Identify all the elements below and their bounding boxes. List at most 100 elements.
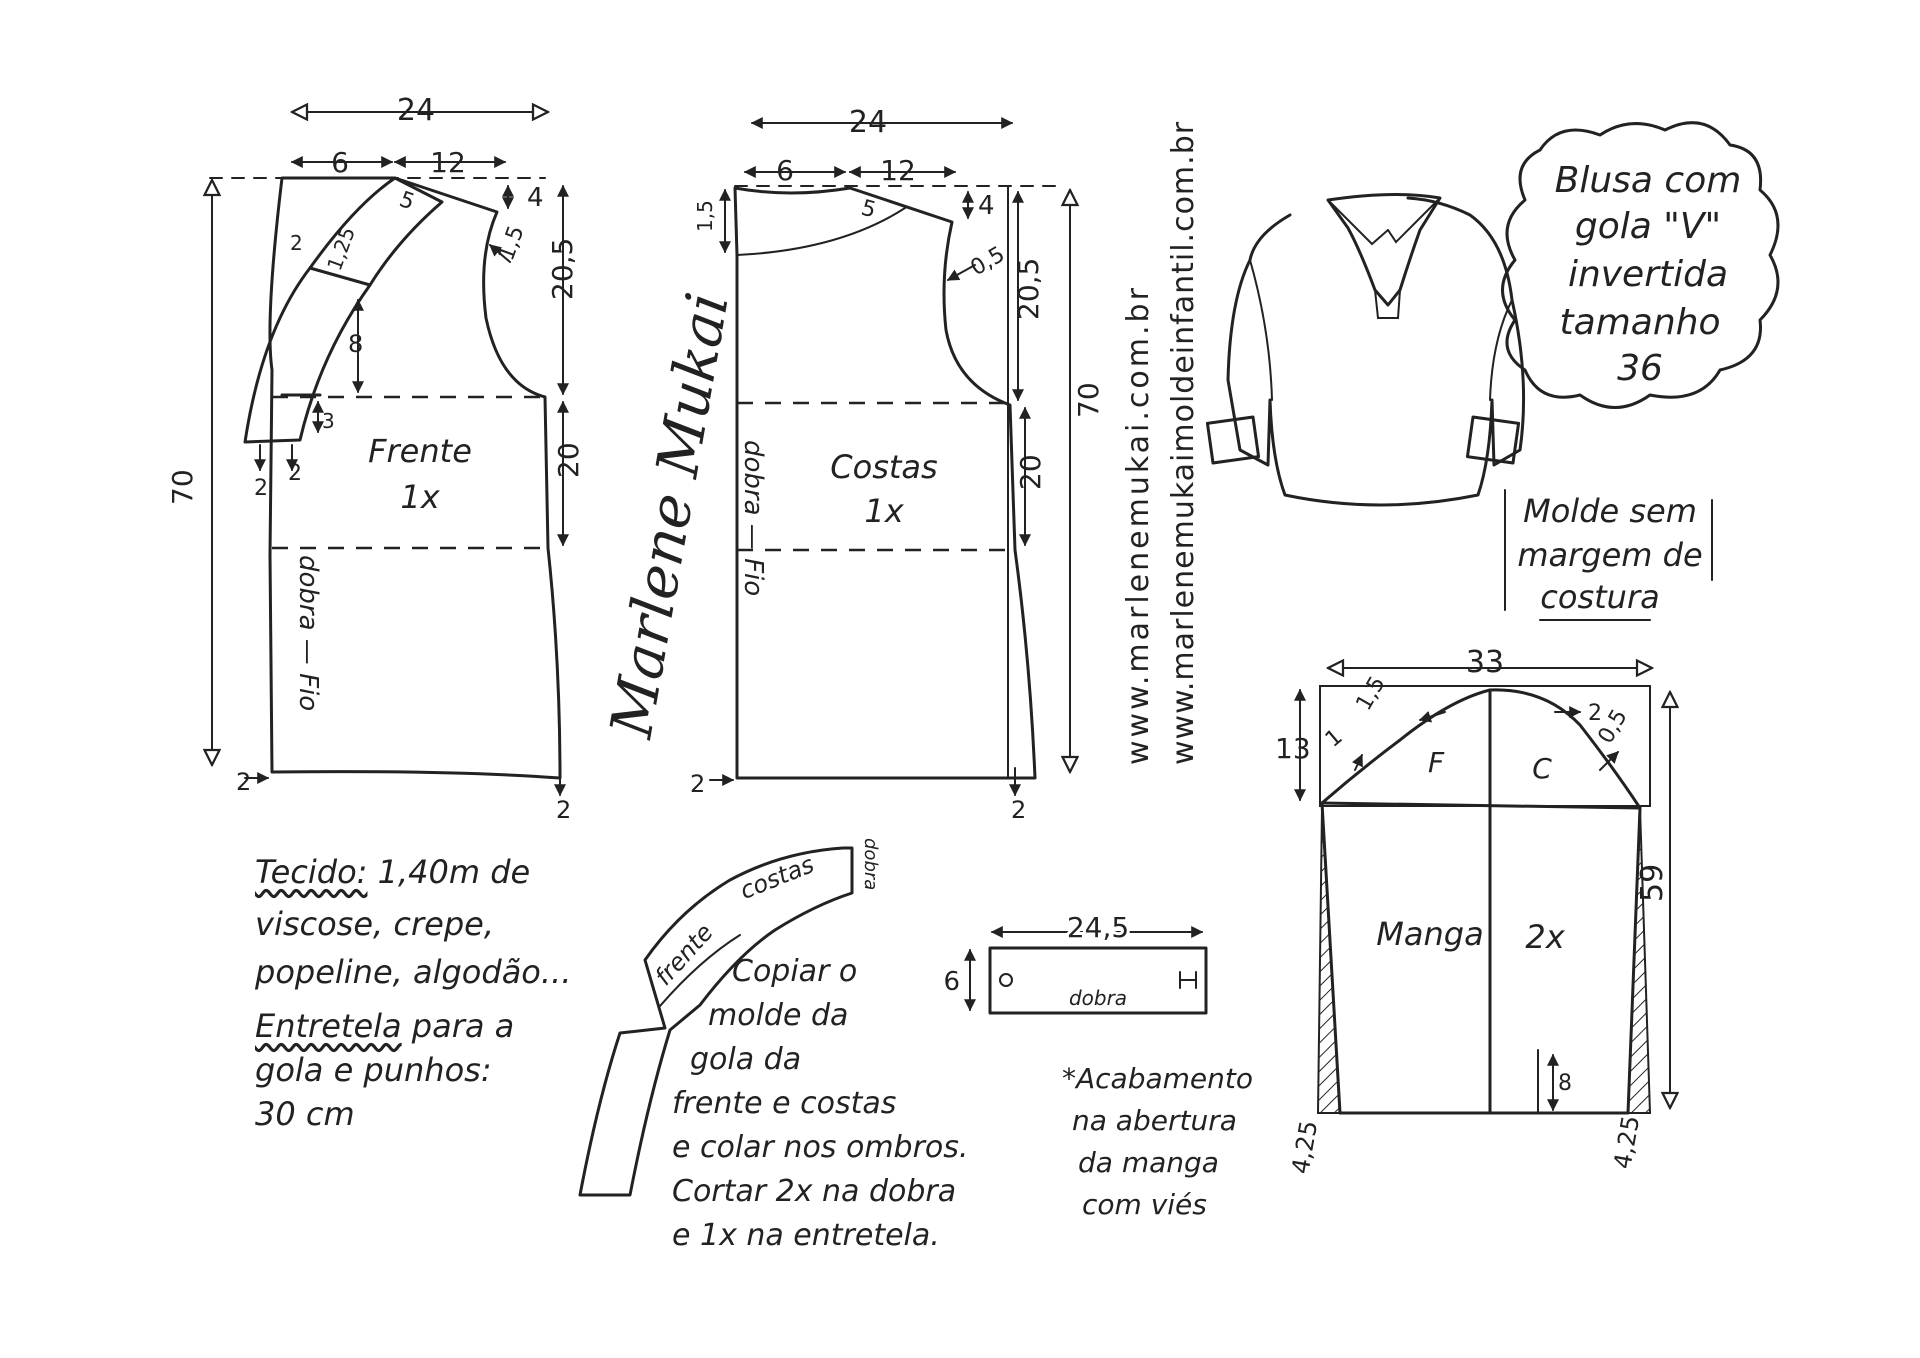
- sleeve-hem-left-label: 4,25: [1286, 1119, 1323, 1176]
- sleeve-cap-right-label: 2: [1588, 701, 1602, 726]
- collar-note-line-4: frente e costas: [672, 1086, 897, 1121]
- sleeve-cap-a-label: 1: [1321, 724, 1348, 752]
- margin-note-line-2: margem de: [1517, 536, 1702, 574]
- back-neck-depth-label: 5: [858, 196, 878, 224]
- fabric-note-line-2: viscose, crepe,: [255, 905, 494, 943]
- fabric-note: Tecido: 1,40m de viscose, crepe, popelin…: [255, 850, 571, 1136]
- back-piece-label: Costas: [830, 448, 937, 486]
- sleeve-cap-a-arrow: [1351, 753, 1363, 771]
- finish-note-line-1: *Acabamento: [1062, 1062, 1253, 1095]
- cuff-fold-label: dobra: [1069, 986, 1127, 1010]
- front-lapel-b-label: 1,25: [322, 224, 360, 274]
- back-width-label: 24: [849, 105, 887, 140]
- blouse-illustration: [1205, 192, 1526, 507]
- finish-note-line-4: com viés: [1082, 1188, 1207, 1221]
- title-line-3: invertida: [1568, 254, 1728, 295]
- blouse-collar-left: [1327, 199, 1389, 246]
- interfacing-label: Entretela: [255, 1007, 402, 1045]
- back-armhole-curve-label: 0,5: [967, 242, 1010, 281]
- fabric-note-label: Tecido:: [255, 853, 368, 891]
- sleeve-outline: [1320, 688, 1642, 1115]
- blouse-collar: [1326, 192, 1442, 307]
- fabric-note-line-3: popeline, algodão...: [255, 953, 572, 991]
- blouse-cuff-left: [1205, 415, 1261, 465]
- collar-notch: [644, 959, 666, 1029]
- sleeve-taper-right: [1626, 807, 1652, 1114]
- back-hem-left-label: 2: [690, 770, 705, 798]
- sleeve-label: Manga: [1376, 915, 1483, 953]
- title-line-5: 36: [1617, 348, 1663, 389]
- sleeve-cap-b-arrow: [1599, 751, 1619, 771]
- sleeve-cap-label: 13: [1275, 732, 1311, 765]
- sleeve-width-label: 33: [1466, 645, 1504, 680]
- collar-note-line-1: Copiar o: [732, 954, 858, 989]
- back-waist-label: 20: [1014, 454, 1047, 490]
- blouse-body: [1226, 196, 1526, 507]
- finish-note-line-3: da manga: [1078, 1146, 1219, 1179]
- fabric-note-line-5: gola e punhos:: [255, 1051, 492, 1089]
- back-piece-count: 1x: [864, 492, 904, 530]
- front-shoulder-label: 12: [430, 146, 466, 179]
- cuff-outline: [988, 946, 1208, 1015]
- front-piece-label: Frente: [368, 432, 472, 470]
- sleeve-front-mark: F: [1428, 746, 1445, 779]
- cuff-button-mark: [999, 973, 1013, 987]
- front-lapel-break: [308, 266, 372, 287]
- back-armhole-depth-label: 20,5: [1012, 258, 1045, 320]
- title-line-4: tamanho: [1560, 302, 1721, 343]
- website-primary: www.marlenemukai.com.br: [1121, 285, 1156, 765]
- collar-fold-label: dobra: [860, 838, 881, 890]
- front-outline: [268, 176, 562, 780]
- sleeve-cap-box: [1319, 685, 1651, 807]
- sleeve-cap-left-arrow: [1418, 710, 1446, 723]
- back-neck-label: 6: [776, 154, 794, 187]
- title-line-2: gola "V": [1575, 206, 1721, 247]
- collar-note-line-5: e colar nos ombros.: [672, 1130, 969, 1165]
- fabric-note-line-1: 1,40m de: [377, 853, 531, 891]
- collar-back-label: costas: [736, 850, 818, 905]
- collar-note-line-6: Cortar 2x na dobra: [672, 1174, 957, 1209]
- collar-seam: [659, 934, 741, 1007]
- sleeve-slit-label: 8: [1558, 1071, 1572, 1096]
- front-lapel: [243, 176, 444, 444]
- fabric-note-line-6: 30 cm: [255, 1095, 355, 1133]
- cuff-pattern-piece: 24,5 6 dobra: [943, 908, 1208, 1015]
- front-pattern-piece: 24 6 12 4 5 20,5 1,5 2 1,25 8 3 2 2 20 7…: [166, 93, 585, 824]
- front-lapel-e-label: 2: [254, 476, 268, 501]
- front-fold-label: dobra — Fio: [293, 555, 323, 711]
- collar-note-line-7: e 1x na entretela.: [672, 1218, 940, 1253]
- back-fold-label: dobra — Fio: [738, 440, 768, 596]
- sleeve-cap-left-label: 1,5: [1352, 672, 1391, 715]
- back-hem-right-label: 2: [1011, 796, 1026, 824]
- back-length-label: 70: [1072, 382, 1105, 418]
- sleeve-length-label: 59: [1635, 864, 1670, 902]
- blouse-collar-right: [1387, 197, 1441, 244]
- back-shoulder-label: 12: [880, 154, 916, 187]
- front-lapel-d-label: 3: [322, 409, 335, 433]
- designer-signature: Marlene Mukai: [597, 288, 742, 744]
- title-line-1: Blusa com: [1555, 160, 1742, 201]
- front-width-label: 24: [397, 93, 435, 128]
- front-neck-label: 6: [331, 146, 349, 179]
- back-armhole-curve-arrow: [946, 264, 976, 281]
- cuff-height-label: 6: [943, 967, 960, 997]
- website-secondary: www.marlenemukaimoldeinfantil.com.br: [1166, 121, 1201, 765]
- collar-note-line-2: molde da: [708, 998, 849, 1033]
- finish-note: *Acabamento na abertura da manga com vié…: [1062, 1058, 1253, 1226]
- front-lapel-c-label: 8: [348, 330, 363, 358]
- front-neck-depth-label: 5: [396, 187, 418, 215]
- front-hem-right-label: 2: [556, 796, 571, 824]
- sleeve-taper-left: [1316, 807, 1342, 1114]
- fabric-note-line-4: para a: [411, 1007, 515, 1045]
- title-cloud: [1501, 121, 1780, 409]
- front-lapel-a-label: 2: [290, 231, 303, 255]
- back-drop-label: 4: [978, 191, 995, 221]
- front-armhole-curve-arrow: [489, 244, 511, 263]
- collar-note-line-3: gola da: [690, 1042, 802, 1077]
- blouse-placket: [1374, 289, 1401, 319]
- front-length-label: 70: [166, 469, 199, 505]
- sleeve-hem-right-label: 4,25: [1608, 1114, 1645, 1171]
- front-armhole-curve-label: 1,5: [494, 223, 529, 264]
- sleeve-pattern-piece: 33 13 59 1,5 2 1 0,5 8 4,25 4,25 F C Man…: [1275, 645, 1670, 1176]
